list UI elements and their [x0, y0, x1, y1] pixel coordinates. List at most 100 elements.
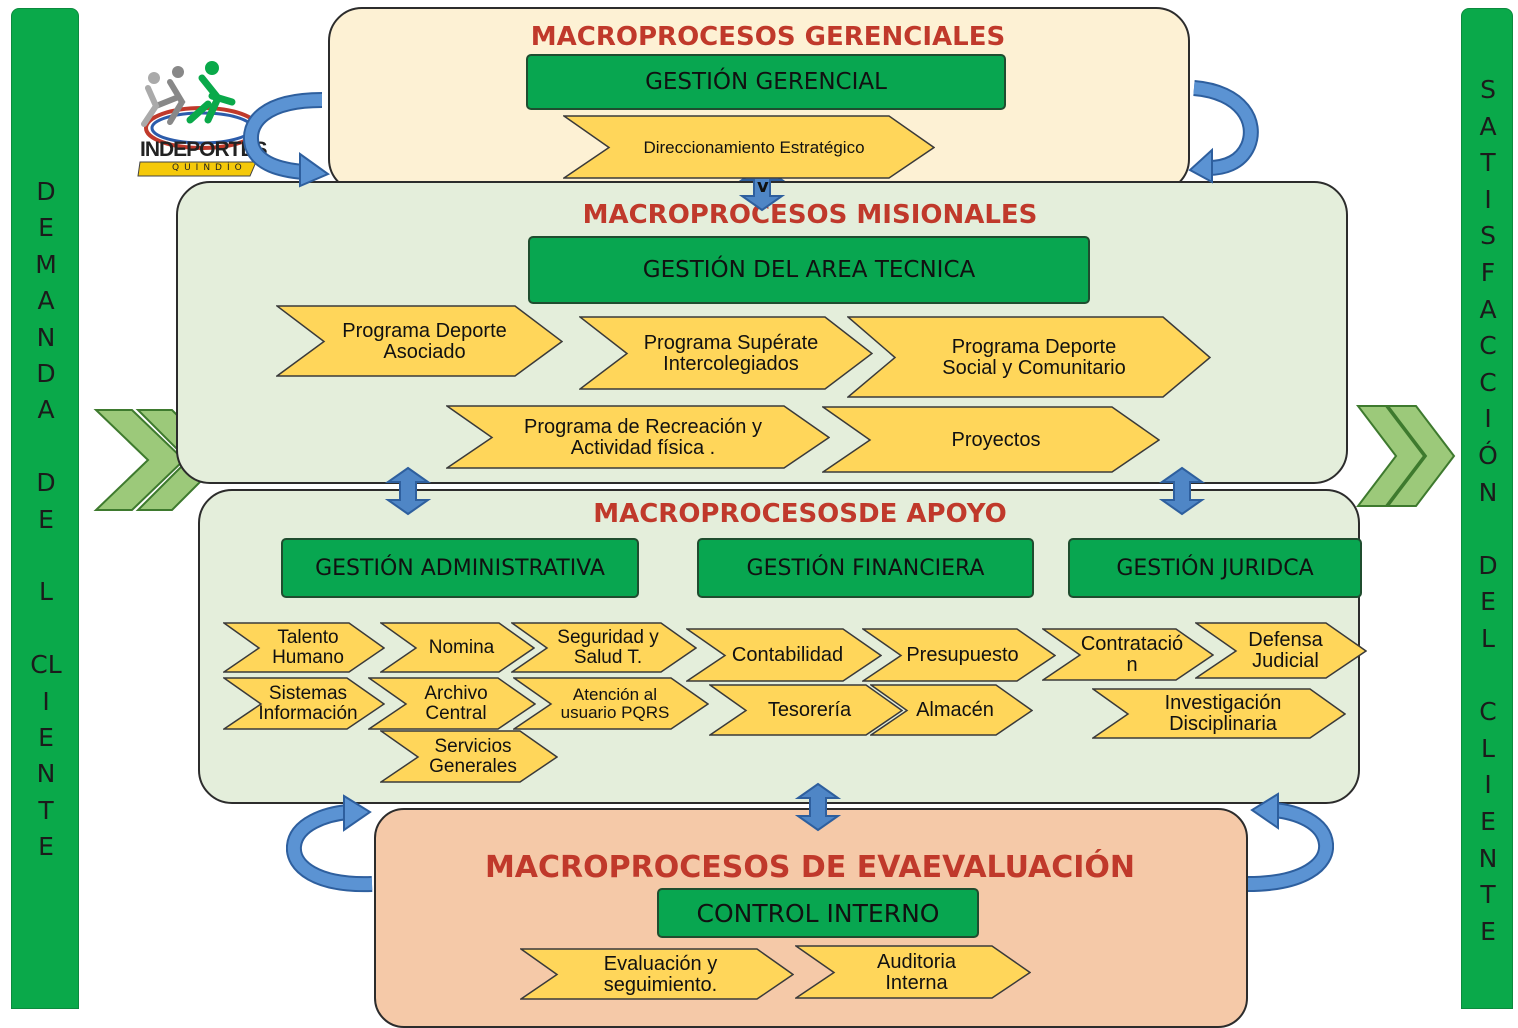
- chevron-label: Contabilidad: [731, 644, 844, 666]
- chevron-label: Direccionamiento Estratégico: [643, 137, 865, 157]
- chevron-label: Talento Humano: [272, 627, 344, 668]
- chevron-label: Proyectos: [951, 428, 1041, 451]
- chevron-shape: [513, 677, 709, 730]
- sidebar-letter: E: [1480, 587, 1496, 617]
- chevron-label: Contratació n: [1080, 633, 1184, 676]
- sidebar-letter: D: [36, 177, 56, 206]
- sidebar-letter: T: [38, 795, 54, 825]
- chevron-shape: [563, 115, 935, 179]
- evaluacion-title: MACROPROCESOS DE EVAEVALUACIÓN: [484, 850, 1136, 885]
- chevron-label: Presupuesto: [906, 644, 1019, 666]
- indeportes-logo: INDEPORTES QUINDÍO: [120, 58, 268, 180]
- chevron-shape: [822, 406, 1160, 473]
- sidebar-letter: S: [1480, 221, 1496, 251]
- sidebar-letter: A: [1479, 294, 1497, 324]
- sidebar-letter: A: [37, 286, 55, 316]
- chevron-label: Programa de Recreación y Actividad físic…: [524, 415, 762, 459]
- gerenciales-title: MACROPROCESOS GERENCIALES: [530, 22, 1006, 52]
- chevron-tesoreria: Tesorería: [709, 684, 903, 737]
- sidebar-letter: E: [38, 213, 54, 243]
- chevron-shape: [380, 730, 558, 783]
- chevron-servicios-generales: Servicios Generales: [380, 730, 558, 784]
- chevron-shape: [276, 305, 563, 377]
- chevron-recreacion: Programa de Recreación y Actividad físic…: [446, 405, 830, 470]
- sidebar-letter: D: [36, 468, 56, 498]
- chevron-talento-humano: Talento Humano: [223, 622, 385, 674]
- chevron-shape: [709, 684, 903, 736]
- connector-misional-apoyo-right-icon: [1158, 466, 1206, 516]
- sidebar-letter: CL: [30, 650, 62, 680]
- sidebar-letter: F: [1480, 258, 1496, 287]
- sidebar-letter: D: [36, 359, 56, 388]
- sidebar-letter: N: [1478, 843, 1498, 873]
- sidebar-letter: I: [42, 686, 50, 716]
- sidebar-letter: A: [37, 395, 55, 425]
- sidebar-letter: L: [1481, 733, 1495, 763]
- chevron-label: Programa Supérate Intercolegiados: [643, 331, 819, 375]
- gestion-administrativa-box: GESTIÓN ADMINISTRATIVA: [281, 538, 639, 598]
- chevron-superate: Programa Supérate Intercolegiados: [579, 316, 873, 391]
- apoyo-title: MACROPROCESOSDE APOYO: [593, 499, 1007, 529]
- chevron-label: Defensa Judicial: [1248, 629, 1323, 672]
- chevron-label: Seguridad y Salud T.: [557, 627, 659, 668]
- sidebar-letter: E: [1480, 916, 1496, 946]
- chevron-atencion-pqrs: Atención al usuario PQRS: [513, 677, 709, 731]
- chevron-label: Auditoria Interna: [877, 950, 956, 994]
- chevron-label: Programa Deporte Social y Comunitario: [942, 335, 1126, 379]
- sidebar-letter: C: [1479, 697, 1497, 727]
- chevron-shape: [1092, 688, 1346, 739]
- bottom-left-curved-arrow-icon: [286, 794, 373, 893]
- sidebar-letter: L: [1481, 624, 1495, 653]
- chevron-shape: [579, 316, 873, 390]
- sidebar-letter: Ó: [1478, 441, 1498, 470]
- chevron-shape: [847, 316, 1211, 398]
- chevron-label: Tesorería: [767, 699, 852, 721]
- chevron-shape: [446, 405, 830, 469]
- sidebar-letter: T: [1480, 148, 1496, 178]
- chevron-presupuesto: Presupuesto: [862, 628, 1056, 683]
- logo-subtext: QUINDÍO: [172, 163, 247, 173]
- chevron-shape: [862, 628, 1056, 682]
- sidebar-letter: I: [1484, 184, 1492, 214]
- chevron-almacen: Almacén: [870, 684, 1033, 737]
- misionales-title: MACROPROCESOS MISIONALES: [582, 200, 1038, 230]
- sidebar-letter: N: [36, 322, 56, 352]
- logo-text: INDEPORTES: [140, 138, 268, 161]
- chevron-shape: [223, 622, 385, 673]
- sidebar-letter: M: [35, 249, 57, 279]
- bottom-right-curved-arrow-icon: [1247, 792, 1334, 892]
- top-left-curved-arrow-icon: [243, 92, 331, 188]
- chevron-contabilidad: Contabilidad: [686, 628, 882, 683]
- chevron-defensa-judicial: Defensa Judicial: [1195, 622, 1367, 680]
- chevron-investigacion: Investigación Disciplinaria: [1092, 688, 1346, 740]
- chevron-label: Almacén: [916, 699, 994, 721]
- control-interno-box: CONTROL INTERNO: [657, 888, 979, 938]
- chevron-shape: [686, 628, 882, 682]
- chevron-label: Evaluación y seguimiento.: [603, 952, 718, 996]
- chevron-shape: [380, 622, 535, 673]
- chevron-seguridad-salud: Seguridad y Salud T.: [511, 622, 697, 674]
- sidebar-letter: A: [1479, 111, 1497, 141]
- sidebar-letter: L: [39, 577, 53, 607]
- sidebar-letter: T: [1480, 880, 1496, 910]
- chevron-auditoria-interna: Auditoria Interna: [795, 945, 1031, 1000]
- connector-mark: v: [757, 176, 769, 197]
- chevron-shape: [368, 677, 536, 730]
- chevron-shape: [1042, 628, 1214, 681]
- chevron-label: Sistemas Información: [258, 683, 358, 724]
- sidebar-letter: D: [1478, 550, 1498, 580]
- gestion-financiera-box: GESTIÓN FINANCIERA: [697, 538, 1034, 598]
- chevron-sistemas: Sistemas Información: [223, 677, 385, 731]
- connector-apoyo-evaluacion-icon: [794, 782, 842, 832]
- sidebar-letter: I: [1484, 404, 1492, 434]
- gestion-area-tecnica-box: GESTIÓN DEL AREA TECNICA: [528, 236, 1090, 304]
- right-double-chevron-icon: [1356, 405, 1456, 507]
- sidebar-letter: S: [1480, 75, 1496, 104]
- chevron-contratacion: Contratació n: [1042, 628, 1214, 682]
- chevron-label: Investigación Disciplinaria: [1164, 692, 1282, 735]
- chevron-label: Nomina: [428, 637, 495, 659]
- sidebar-letter: E: [38, 723, 54, 752]
- chevron-evaluacion-seguimiento: Evaluación y seguimiento.: [520, 948, 794, 1001]
- sidebar-letter: N: [1478, 477, 1498, 507]
